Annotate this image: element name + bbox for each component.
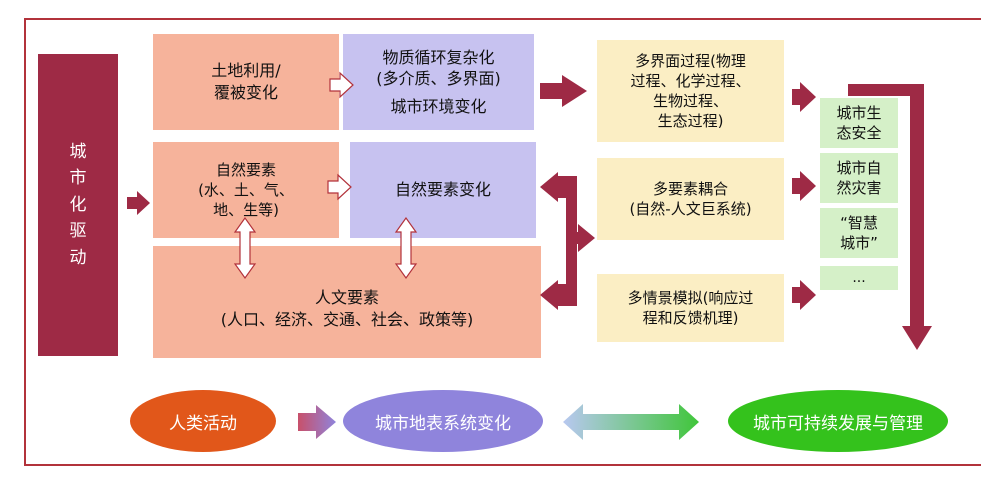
human-factors-box: 人文要素 (人口、经济、交通、社会、政策等)	[153, 246, 541, 358]
change-human-double-arrow	[394, 216, 418, 280]
multi-factor-coupling-box: 多要素耦合 (自然-人文巨系统)	[597, 158, 784, 240]
process-to-outcome-arrow-1	[792, 82, 816, 112]
scenario-simulation-box: 多情景模拟(响应过 程和反馈机理)	[597, 274, 784, 342]
eco-safety-box: 城市生 态安全	[820, 98, 898, 148]
human-activity-oval: 人类活动	[130, 390, 276, 452]
urban-surface-change-oval: 城市地表系统变化	[343, 390, 543, 452]
drive-to-factors-arrow	[127, 191, 150, 215]
land-use-box: 土地利用/ 覆被变化	[153, 34, 339, 130]
activity-to-change-arrow	[298, 405, 336, 439]
urbanization-drive-box: 城 市 化 驱 动	[38, 54, 118, 356]
smart-city-box: “智慧 城市”	[820, 208, 898, 258]
more-outcomes-box: ...	[820, 266, 898, 290]
natural-change-box: 自然要素变化	[350, 142, 536, 238]
urban-environment-text: 城市环境变化	[390, 96, 487, 116]
land-to-material-arrow	[329, 71, 354, 99]
material-to-process-arrow	[540, 75, 587, 107]
change-sustainable-double-arrow	[563, 404, 699, 440]
natural-human-double-arrow	[233, 216, 257, 280]
bracket-to-natural-change-arrow	[540, 172, 572, 202]
multi-interface-process-box: 多界面过程(物理 过程、化学过程、 生物过程、 生态过程)	[597, 40, 784, 142]
process-to-outcome-arrow-3	[792, 280, 816, 310]
factors-to-change-arrow	[327, 173, 352, 201]
process-to-outcome-arrow-2	[792, 171, 816, 201]
outcome-descending-arrow	[848, 84, 932, 350]
bracket-vertical-bar	[566, 176, 577, 306]
bracket-to-human-factors-arrow	[540, 280, 572, 310]
sustainable-development-oval: 城市可持续发展与管理	[728, 390, 948, 452]
material-cycle-text: 物质循环复杂化 (多介质、多界面)	[376, 47, 501, 89]
diagram-frame	[24, 18, 981, 466]
bracket-to-coupling-arrow	[575, 224, 595, 252]
material-cycle-box: 物质循环复杂化 (多介质、多界面) 城市环境变化	[343, 34, 534, 130]
natural-disaster-box: 城市自 然灾害	[820, 153, 898, 203]
